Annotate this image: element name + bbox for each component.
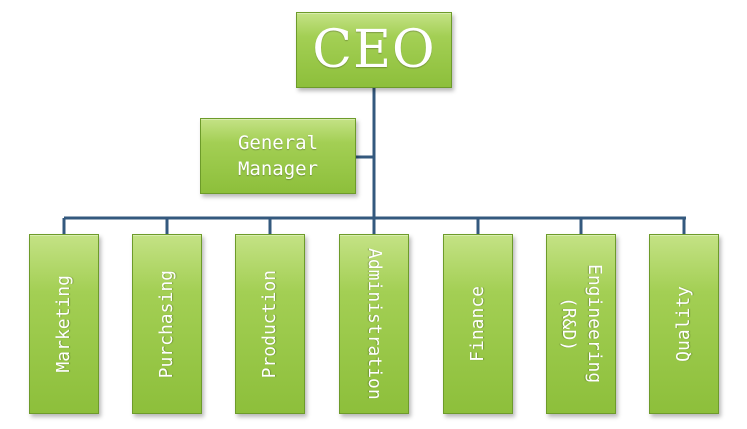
department-label: Purchasing [156, 269, 177, 379]
department-node-production: Production [235, 234, 305, 414]
department-node-quality: Quality [649, 234, 719, 414]
department-label: Finance [467, 286, 488, 362]
department-label: Production [259, 269, 280, 379]
general-manager-label: General Manager [237, 132, 319, 180]
department-node-engineering: Engineering (R&D) [546, 234, 616, 414]
department-label: Marketing [53, 275, 74, 373]
general-manager-node: General Manager [200, 118, 356, 194]
department-node-administration: Administration [339, 234, 409, 414]
department-node-purchasing: Purchasing [132, 234, 202, 414]
department-label: Engineering (R&D) [558, 264, 605, 384]
department-label: Quality [673, 286, 694, 362]
ceo-label: CEO [312, 20, 436, 80]
department-node-finance: Finance [443, 234, 513, 414]
department-label: Administration [364, 248, 385, 400]
ceo-node: CEO [296, 12, 452, 88]
department-node-marketing: Marketing [29, 234, 99, 414]
